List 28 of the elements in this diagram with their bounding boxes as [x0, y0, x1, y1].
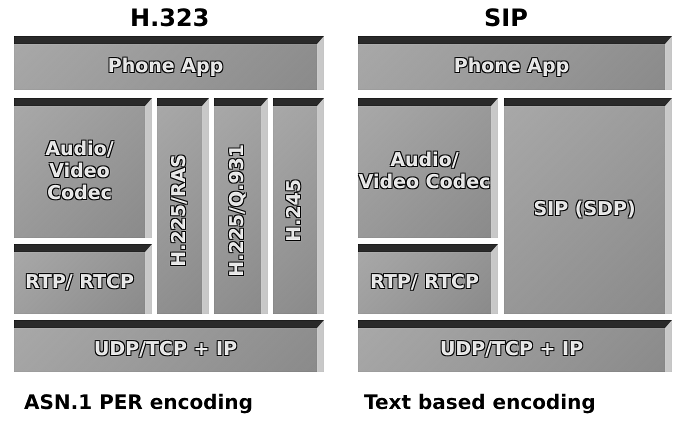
protocol-layer-block: [358, 244, 498, 314]
layer-label: Phone App: [108, 56, 224, 78]
layer-label: RTP/ RTCP: [370, 272, 479, 294]
layer-label: UDP/TCP + IP: [440, 339, 584, 361]
protocol-layer-block: [358, 320, 672, 372]
encoding-caption: ASN.1 PER encoding: [24, 390, 253, 414]
protocol-layer-block: [358, 36, 672, 90]
protocol-layer-block: [358, 98, 498, 238]
protocol-layer-block: [504, 98, 672, 314]
layer-label: H.225/Q.931: [226, 144, 248, 276]
stack-title: H.323: [130, 4, 210, 32]
stack-title: SIP: [484, 4, 528, 32]
encoding-caption: Text based encoding: [364, 390, 596, 414]
protocol-layer-block: [273, 98, 324, 314]
protocol-layer-block: [214, 98, 268, 314]
layer-label: Phone App: [454, 56, 570, 78]
protocol-layer-block: [14, 36, 324, 90]
protocol-layer-block: [14, 244, 152, 314]
layer-label: Audio/ Video Codec: [358, 150, 491, 194]
layer-label: Audio/ Video Codec: [44, 139, 115, 205]
layer-label: H.245: [284, 178, 306, 242]
protocol-layer-block: [14, 320, 324, 372]
layer-label: UDP/TCP + IP: [94, 339, 238, 361]
layer-label: RTP/ RTCP: [25, 272, 134, 294]
layer-label: SIP (SDP): [533, 199, 636, 221]
protocol-layer-block: [14, 98, 152, 238]
layer-label: H.225/RAS: [168, 154, 190, 266]
protocol-layer-block: [157, 98, 209, 314]
